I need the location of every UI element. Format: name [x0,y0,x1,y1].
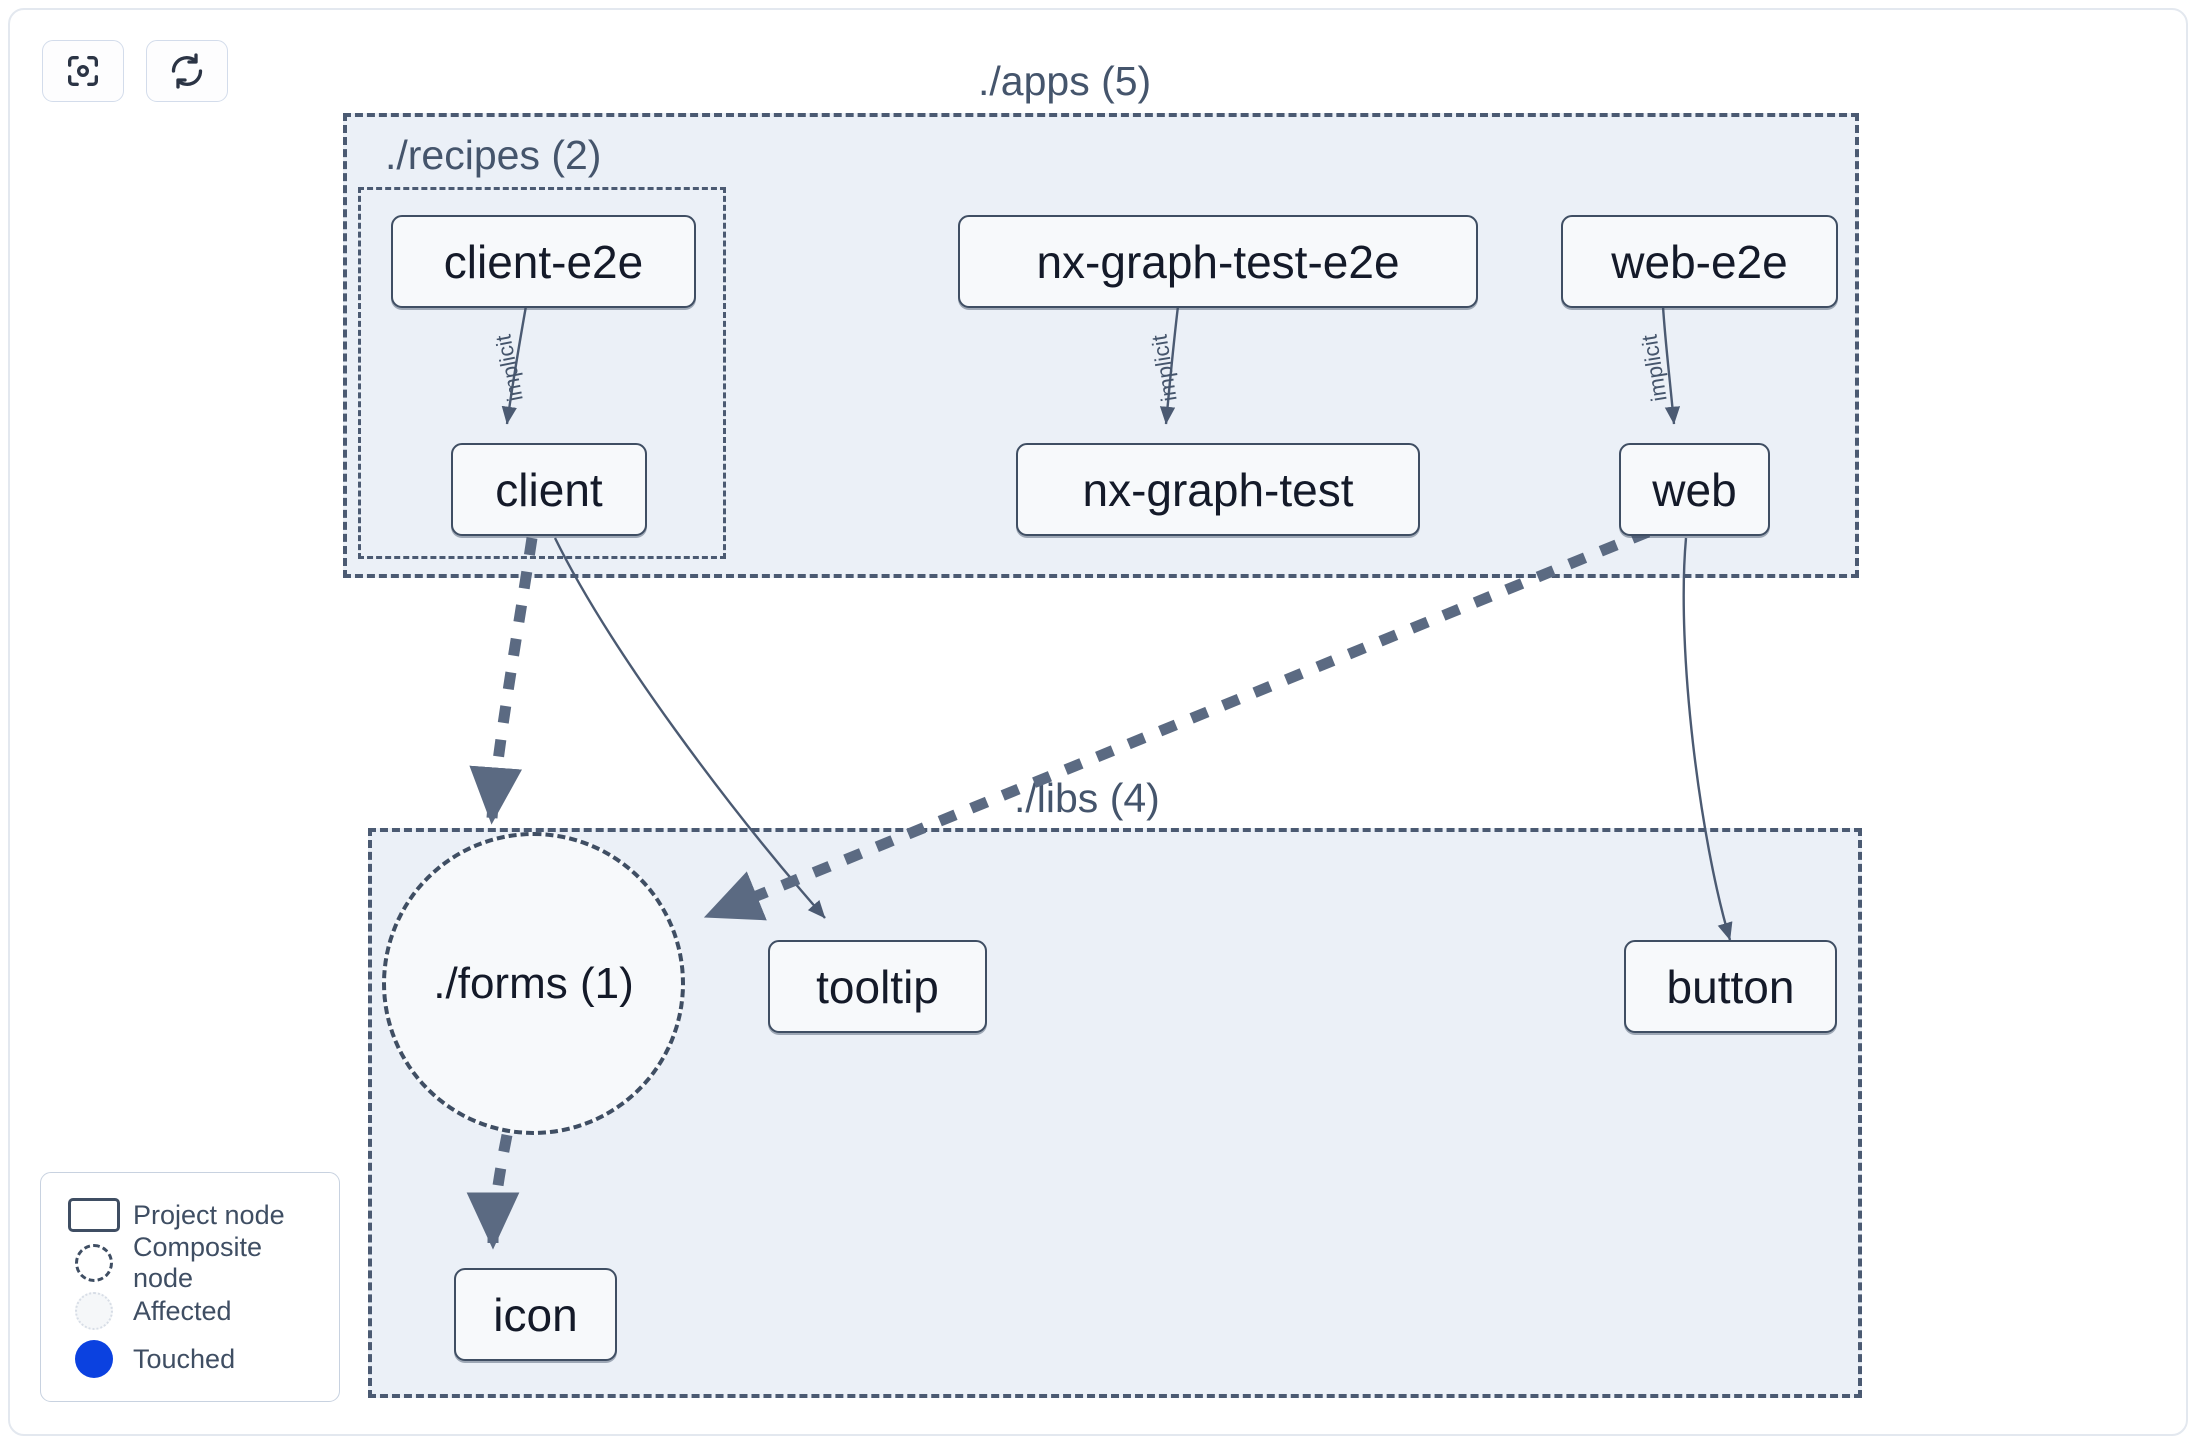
node-nx-graph-test-e2e[interactable]: nx-graph-test-e2e [958,215,1478,308]
graph-canvas[interactable]: ./apps (5) ./recipes (2) ./libs (4) [8,8,2188,1436]
composite-node-glyph [63,1244,125,1282]
project-node-glyph [63,1198,125,1232]
graph-toolbar [42,40,228,102]
node-client[interactable]: client [451,443,647,536]
legend-label: Composite node [133,1232,263,1293]
project-graph[interactable]: ./apps (5) ./recipes (2) ./libs (4) [10,10,2186,1434]
focus-graph-button[interactable] [42,40,124,102]
affected-glyph [63,1292,125,1330]
node-button[interactable]: button [1624,940,1837,1033]
node-web-e2e[interactable]: web-e2e [1561,215,1838,308]
refresh-icon [167,51,207,91]
legend-label: Affected [133,1295,232,1326]
focus-target-icon [63,51,103,91]
node-web[interactable]: web [1619,443,1770,536]
node-client-e2e[interactable]: client-e2e [391,215,696,308]
legend-item-project-node: Project node [63,1191,319,1239]
group-label-recipes: ./recipes (2) [385,132,602,178]
node-icon[interactable]: icon [454,1268,617,1361]
node-nx-graph-test[interactable]: nx-graph-test [1016,443,1420,536]
node-tooltip[interactable]: tooltip [768,940,987,1033]
graph-legend: Project node Composite node Affected Tou… [40,1172,340,1402]
legend-item-composite-node: Composite node [63,1232,319,1293]
group-label-libs: ./libs (4) [1014,775,1160,821]
legend-label: Touched [133,1343,236,1374]
node-forms-composite[interactable]: ./forms (1) [382,832,685,1135]
legend-label: Project node [133,1199,285,1230]
legend-item-affected: Affected [63,1287,319,1335]
touched-glyph [63,1340,125,1378]
legend-item-touched: Touched [63,1335,319,1383]
refresh-graph-button[interactable] [146,40,228,102]
group-label-apps: ./apps (5) [978,58,1152,104]
